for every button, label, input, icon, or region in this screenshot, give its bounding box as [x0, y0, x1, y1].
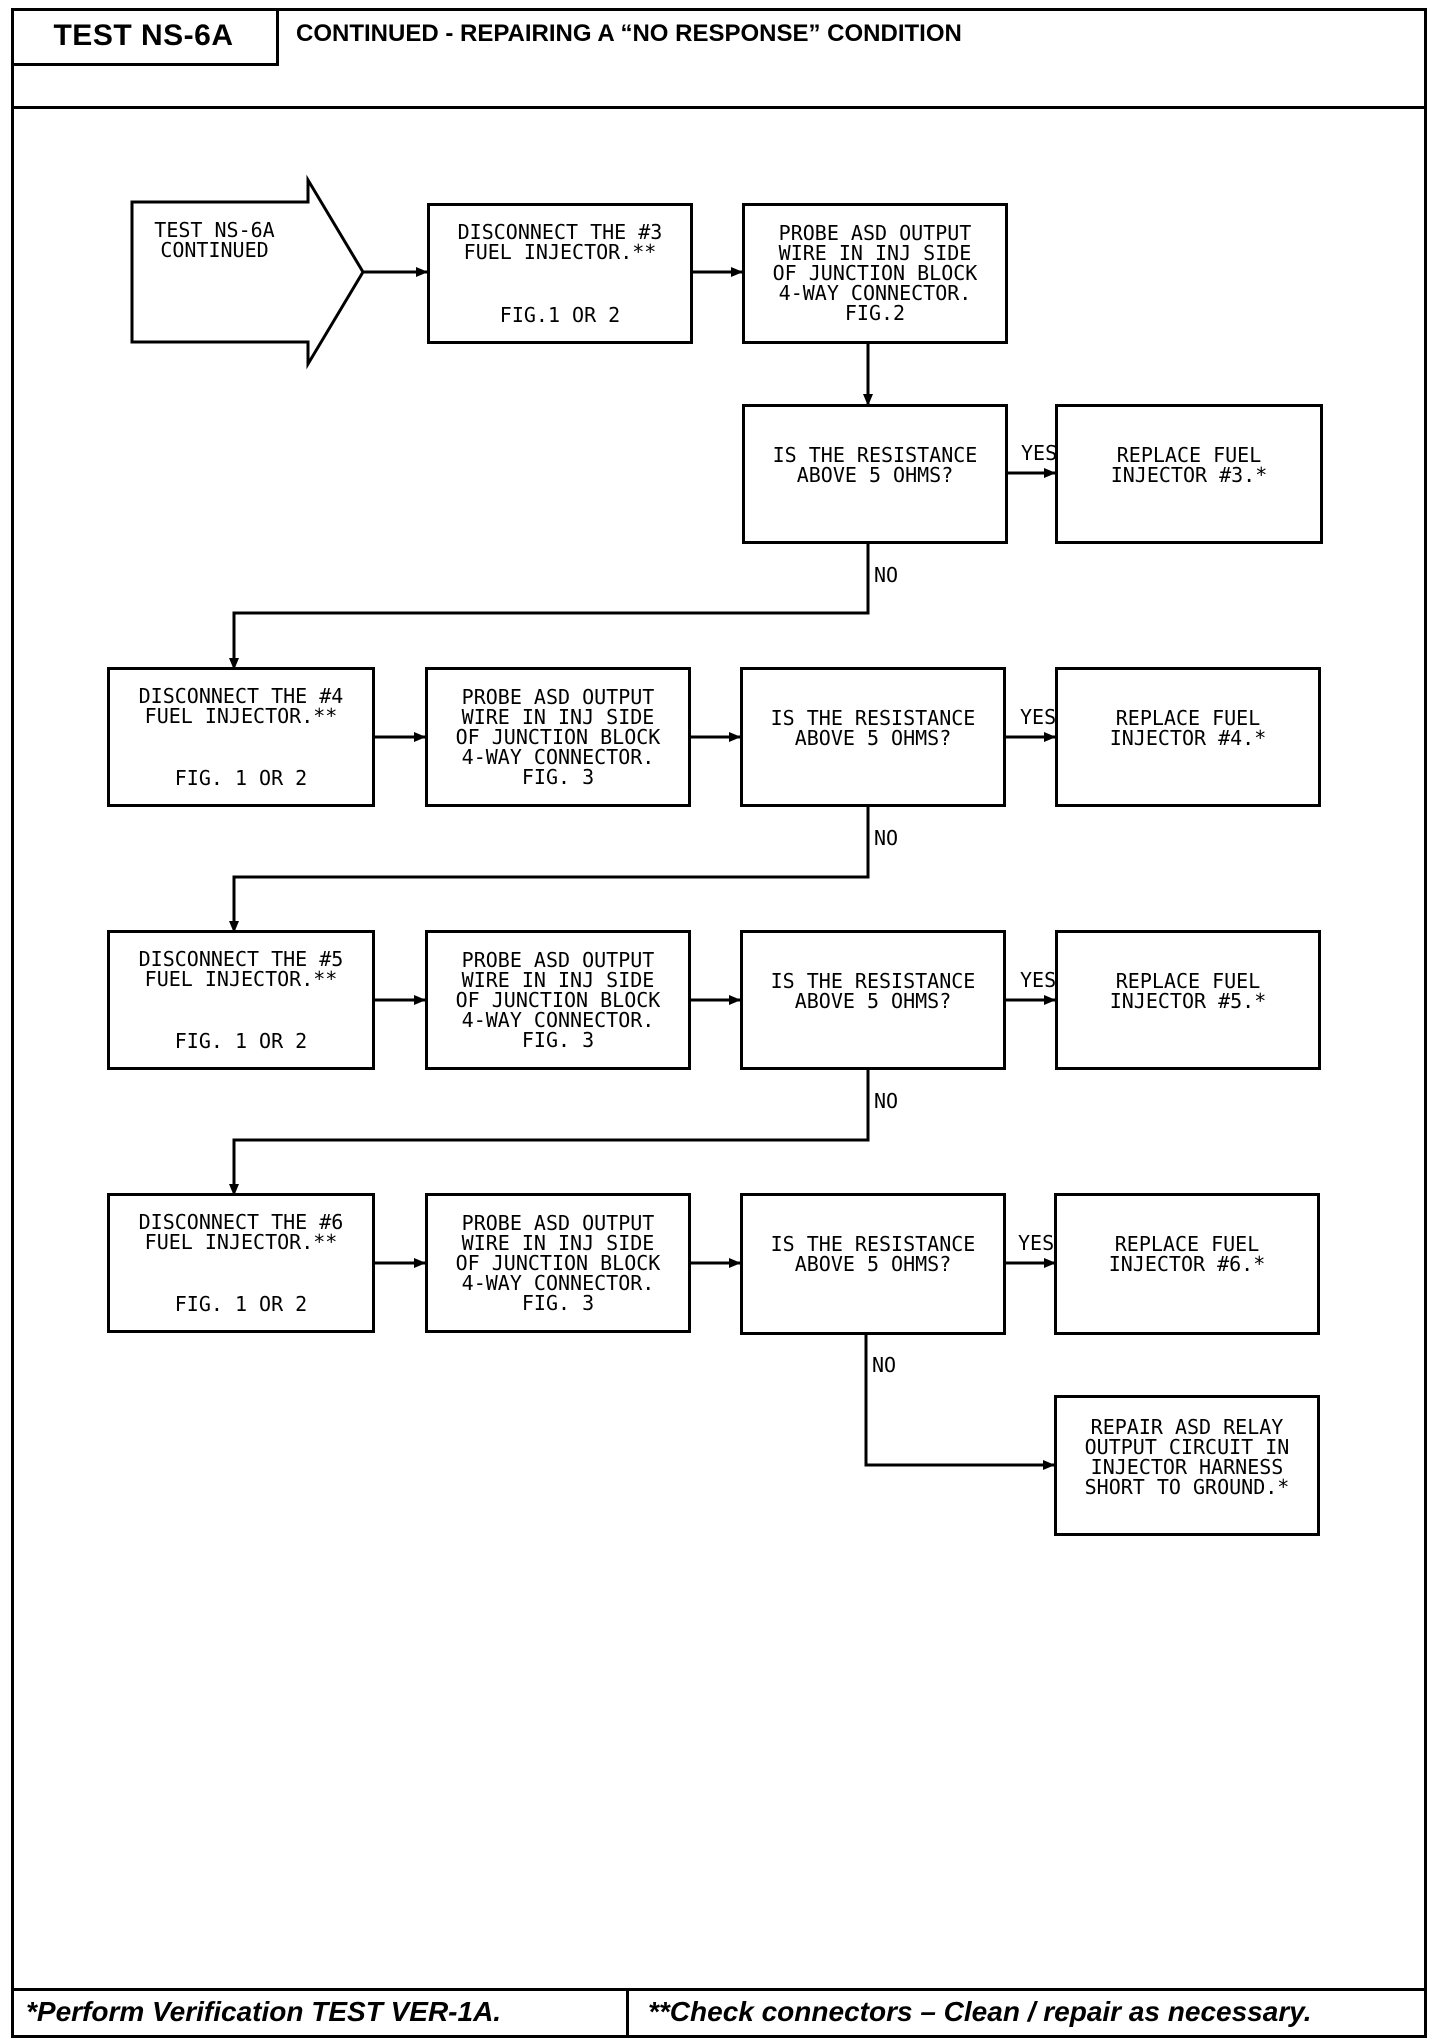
step-text: PROBE ASD OUTPUT WIRE IN INJ SIDE OF JUN… [772, 221, 978, 325]
step-probe-asd-output: PROBE ASD OUTPUT WIRE IN INJ SIDE OF JUN… [425, 930, 691, 1070]
test-id-tab: TEST NS-6A [11, 8, 279, 66]
action-text: REPLACE FUEL INJECTOR #4.* [1109, 706, 1267, 750]
action-replace-injector-4: REPLACE FUEL INJECTOR #4.* [1055, 667, 1321, 807]
step-text: PROBE ASD OUTPUT WIRE IN INJ SIDE OF JUN… [455, 685, 661, 789]
no-label: NO [874, 826, 899, 850]
step-probe-asd-output: PROBE ASD OUTPUT WIRE IN INJ SIDE OF JUN… [425, 667, 691, 807]
connector-question4-no [864, 1334, 1055, 1470]
page-frame [11, 8, 1427, 2038]
action-text: REPLACE FUEL INJECTOR #3.* [1110, 443, 1268, 487]
step-probe-asd-output: PROBE ASD OUTPUT WIRE IN INJ SIDE OF JUN… [425, 1193, 691, 1333]
decision-text: IS THE RESISTANCE ABOVE 5 OHMS? [770, 1232, 976, 1276]
action-text: REPAIR ASD RELAY OUTPUT CIRCUIT IN INJEC… [1084, 1415, 1290, 1499]
footer-column-divider [626, 1988, 629, 2038]
step-disconnect-injector-3: DISCONNECT THE #3 FUEL INJECTOR.** FIG.1… [427, 203, 693, 344]
step-disconnect-injector-5: DISCONNECT THE #5 FUEL INJECTOR.** FIG. … [107, 930, 375, 1070]
step-text: DISCONNECT THE #3 FUEL INJECTOR.** [457, 220, 663, 264]
action-replace-injector-6: REPLACE FUEL INJECTOR #6.* [1054, 1193, 1320, 1335]
no-label: NO [872, 1353, 897, 1377]
step-text: DISCONNECT THE #6 FUEL INJECTOR.** [138, 1210, 344, 1254]
header-divider [11, 106, 1427, 109]
figure-ref: FIG.1 OR 2 [499, 303, 621, 327]
no-label: NO [874, 563, 899, 587]
step-probe-asd-output: PROBE ASD OUTPUT WIRE IN INJ SIDE OF JUN… [742, 203, 1008, 344]
figure-ref: FIG. 1 OR 2 [174, 1029, 308, 1053]
decision-text: IS THE RESISTANCE ABOVE 5 OHMS? [772, 443, 978, 487]
step-text: PROBE ASD OUTPUT WIRE IN INJ SIDE OF JUN… [455, 1211, 661, 1315]
connector-question3-no [229, 1069, 870, 1196]
yes-label: YES [1021, 441, 1058, 465]
step-disconnect-injector-6: DISCONNECT THE #6 FUEL INJECTOR.** FIG. … [107, 1193, 375, 1333]
decision-resistance-1: IS THE RESISTANCE ABOVE 5 OHMS? [742, 404, 1008, 544]
step-disconnect-injector-4: DISCONNECT THE #4 FUEL INJECTOR.** FIG. … [107, 667, 375, 807]
action-text: REPLACE FUEL INJECTOR #5.* [1109, 969, 1267, 1013]
connector-question1-no [229, 543, 870, 670]
action-text: REPLACE FUEL INJECTOR #6.* [1108, 1232, 1266, 1276]
start-arrow-shape [130, 174, 365, 370]
figure-ref: FIG. 1 OR 2 [174, 766, 308, 790]
decision-resistance-2: IS THE RESISTANCE ABOVE 5 OHMS? [740, 667, 1006, 807]
yes-label: YES [1020, 968, 1057, 992]
connector-question2-no [229, 806, 870, 933]
start-label: TEST NS-6A CONTINUED [154, 218, 275, 262]
step-text: DISCONNECT THE #4 FUEL INJECTOR.** [138, 684, 344, 728]
yes-label: YES [1020, 705, 1057, 729]
action-replace-injector-3: REPLACE FUEL INJECTOR #3.* [1055, 404, 1323, 544]
decision-resistance-4: IS THE RESISTANCE ABOVE 5 OHMS? [740, 1193, 1006, 1335]
decision-text: IS THE RESISTANCE ABOVE 5 OHMS? [770, 969, 976, 1013]
page-title: CONTINUED - REPAIRING A “NO RESPONSE” CO… [296, 20, 962, 47]
step-text: DISCONNECT THE #5 FUEL INJECTOR.** [138, 947, 344, 991]
footer-note-connectors: **Check connectors – Clean / repair as n… [648, 1996, 1312, 2027]
no-label: NO [874, 1089, 899, 1113]
footer-divider [11, 1988, 1427, 1991]
decision-text: IS THE RESISTANCE ABOVE 5 OHMS? [770, 706, 976, 750]
action-repair-asd-relay-circuit: REPAIR ASD RELAY OUTPUT CIRCUIT IN INJEC… [1054, 1395, 1320, 1536]
action-replace-injector-5: REPLACE FUEL INJECTOR #5.* [1055, 930, 1321, 1070]
decision-resistance-3: IS THE RESISTANCE ABOVE 5 OHMS? [740, 930, 1006, 1070]
step-text: PROBE ASD OUTPUT WIRE IN INJ SIDE OF JUN… [455, 948, 661, 1052]
footer-note-verification: *Perform Verification TEST VER-1A. [26, 1996, 502, 2027]
figure-ref: FIG. 1 OR 2 [174, 1292, 308, 1316]
yes-label: YES [1018, 1231, 1055, 1255]
